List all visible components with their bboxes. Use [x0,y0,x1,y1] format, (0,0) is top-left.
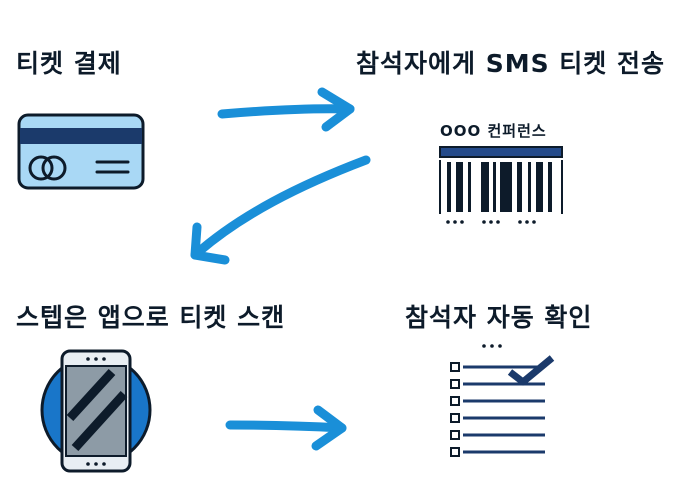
step-title-confirm: 참석자 자동 확인 [405,303,593,332]
step-title-scan: 스텝은 앱으로 티켓 스캔 [16,303,286,332]
step-title-pay: 티켓 결제 [16,49,122,78]
smartphone-icon [40,349,152,473]
checklist-icon [450,344,555,457]
ticket-event-name: OOO 컨퍼런스 [440,122,547,140]
arrow-down-left-icon [190,155,371,265]
arrow-right-icon [225,405,347,451]
step-title-send-sms: 참석자에게 SMS 티켓 전송 [356,49,666,78]
credit-card-icon [17,113,145,190]
arrow-right-icon [217,87,355,132]
barcode-ticket-icon [439,146,563,224]
